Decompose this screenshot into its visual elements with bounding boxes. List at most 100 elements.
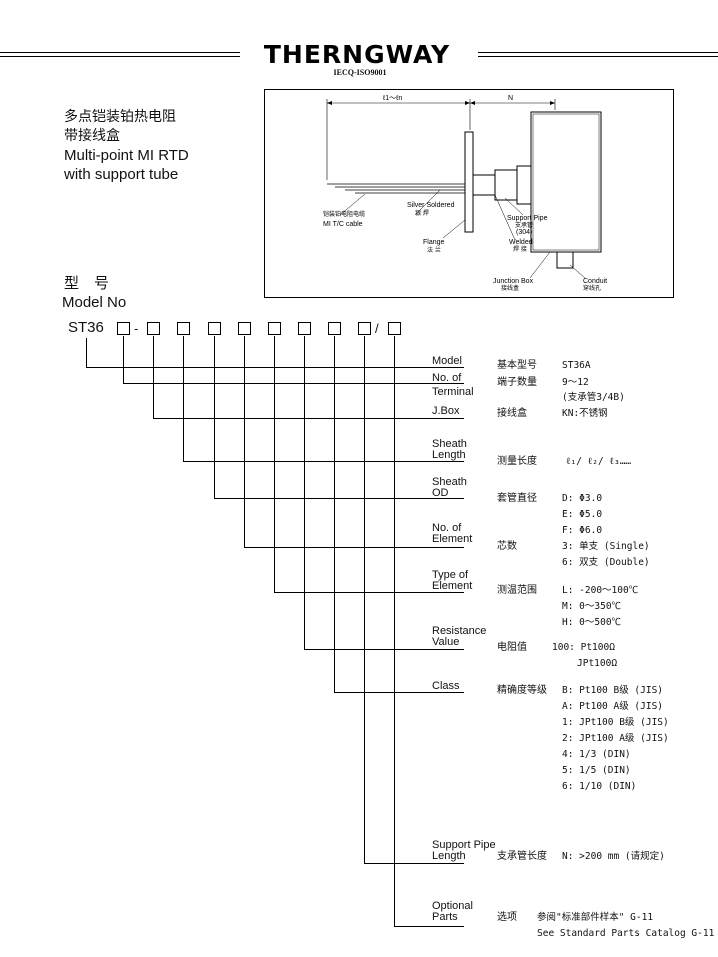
row-sheath-od-option-1: E: Φ5.0 (562, 509, 603, 520)
row-class-option-5: 5: 1/5 (DIN) (562, 765, 631, 776)
model-label-en: Model No (62, 294, 127, 311)
code-box-support-pipe (358, 322, 371, 335)
code-box-sheath-od (208, 322, 221, 335)
row-resistance-label1: Resistance (432, 625, 487, 637)
code-dash: - (134, 321, 139, 336)
row-jbox-cn: 接线盒 (497, 408, 527, 419)
connector-element-v (244, 336, 245, 547)
title-en-line1: Multi-point MI RTD (64, 147, 189, 164)
support-pipe-cn: 支承管 (515, 221, 533, 229)
row-optional-option-0: 参阅"标准部件样本" G-11 (537, 912, 654, 923)
row-class-option-4: 4: 1/3 (DIN) (562, 749, 631, 760)
row-element-type-label2: Element (432, 580, 473, 592)
connector-class-h (334, 692, 464, 693)
row-sheath-length-cn: 测量长度 (497, 456, 537, 467)
title-cn-line1: 多点铠装铂热电阻 (64, 109, 176, 125)
row-model-cn: 基本型号 (497, 360, 537, 371)
dim-length-label: ℓ1～ℓn (382, 95, 402, 102)
row-resistance-label2: Value (432, 636, 460, 648)
row-terminal-label1: No. of (432, 372, 462, 384)
row-sheath-od-option-0: D: Φ3.0 (562, 493, 603, 504)
model-label-cn: 型 号 (64, 274, 110, 292)
connector-jbox-h (153, 418, 464, 419)
code-box-terminal (117, 322, 130, 335)
conduit-label: Conduit (583, 278, 607, 285)
row-support-pipe-label2: Length (432, 850, 466, 862)
diagram-svg: ℓ1～ℓn N Silver Soldered 银 焊 铠装铂电阻电缆 MI T… (323, 95, 607, 292)
row-element-type-option-2: H: 0～500℃ (562, 617, 622, 628)
title-cn-line2: 带接线盒 (64, 128, 120, 144)
row-jbox-option-0: KN:不锈钢 (562, 408, 608, 419)
row-element-type-label1: Type of (432, 569, 469, 581)
row-element-type-cn: 测温范围 (497, 585, 537, 596)
row-sheath-od-option-2: F: Φ6.0 (562, 525, 603, 536)
brand-logo: THERNGWAY (263, 40, 451, 69)
row-class-option-1: A: Pt100 A级 (JIS) (562, 701, 664, 712)
row-terminal-label2: Terminal (432, 386, 474, 398)
row-class-option-2: 1: JPt100 B级 (JIS) (562, 717, 669, 728)
row-resistance-option-1: JPt100Ω (577, 658, 618, 669)
mi-cable-cn: 铠装铂电阻电缆 (323, 210, 365, 218)
header-rule-left-2 (0, 56, 240, 57)
row-optional-option-1: See Standard Parts Catalog G-11 (537, 928, 715, 939)
code-box-class (328, 322, 341, 335)
welded-label: Welded (509, 239, 533, 246)
row-class-option-3: 2: JPt100 A级 (JIS) (562, 733, 669, 744)
junction-box-cn: 接线盒 (501, 284, 519, 292)
connector-support-pipe-v (364, 336, 365, 863)
connector-model-h (86, 367, 464, 368)
row-sheath-length-option-0: ℓ₁/ ℓ₂/ ℓ₃…… (566, 456, 632, 467)
row-terminal-option-0: 9～12 (562, 377, 589, 388)
row-sheath-length-label1: Sheath (432, 438, 467, 450)
row-element-cn: 芯数 (497, 541, 517, 552)
silver-soldered-cn: 银 焊 (415, 209, 429, 217)
code-box-sheath-length (177, 322, 190, 335)
product-title: 多点铠装铂热电阻 带接线盒 Multi-point MI RTD with su… (64, 108, 189, 184)
row-sheath-od-label1: Sheath (432, 476, 467, 488)
support-pipe-label: Support Pipe (507, 215, 548, 222)
connector-terminal-v (123, 336, 124, 383)
connector-sheath-length-h (183, 461, 464, 462)
connector-sheath-length-v (183, 336, 184, 461)
row-resistance-option-0: 100: Pt100Ω (552, 642, 615, 653)
row-element-type-option-1: M: 0～350℃ (562, 601, 622, 612)
connector-element-type-v (274, 336, 275, 592)
row-element-label1: No. of (432, 522, 462, 534)
code-box-resistance (298, 322, 311, 335)
header-rule-left (0, 52, 240, 53)
flange-cn: 法 兰 (427, 246, 441, 254)
row-class-option-0: B: Pt100 B级 (JIS) (562, 685, 664, 696)
title-en-line2: with support tube (64, 166, 179, 183)
row-optional-cn: 选项 (497, 912, 517, 923)
row-class-label: Class (432, 680, 460, 692)
row-support-pipe-cn: 支承管长度 (497, 851, 547, 862)
connector-resistance-v (304, 336, 305, 649)
row-model-option-0: ST36A (562, 360, 591, 371)
row-sheath-length-label2: Length (432, 449, 466, 461)
silver-soldered-label: Silver Soldered (407, 202, 455, 209)
conduit-cn: 穿线孔 (583, 284, 601, 292)
connector-element-h (244, 547, 464, 548)
connector-model-v (86, 338, 87, 367)
connector-terminal-h (123, 383, 464, 384)
row-element-label2: Element (432, 533, 473, 545)
header-rule-right (478, 52, 718, 53)
connector-jbox-v (153, 336, 154, 418)
code-box-jbox (147, 322, 160, 335)
connector-sheath-od-h (214, 498, 464, 499)
row-jbox-label: J.Box (432, 405, 460, 417)
model-prefix: ST36 (68, 319, 104, 336)
code-slash: / (375, 321, 379, 336)
product-diagram: ℓ1～ℓn N Silver Soldered 银 焊 铠装铂电阻电缆 MI T… (264, 89, 674, 298)
row-class-cn: 精确度等级 (497, 685, 547, 696)
row-model-label: Model (432, 355, 462, 367)
row-class-option-6: 6: 1/10 (DIN) (562, 781, 637, 792)
row-element-option-1: 6: 双支 (Double) (562, 557, 650, 568)
row-resistance-cn: 电阻值 (497, 642, 527, 653)
row-sheath-od-label2: OD (432, 487, 449, 499)
row-element-type-option-0: L: -200～100℃ (562, 585, 639, 596)
flange-label: Flange (423, 239, 445, 246)
support-pipe-mat: (304) (516, 229, 532, 236)
connector-resistance-h (304, 649, 464, 650)
row-element-option-0: 3: 单支 (Single) (562, 541, 650, 552)
